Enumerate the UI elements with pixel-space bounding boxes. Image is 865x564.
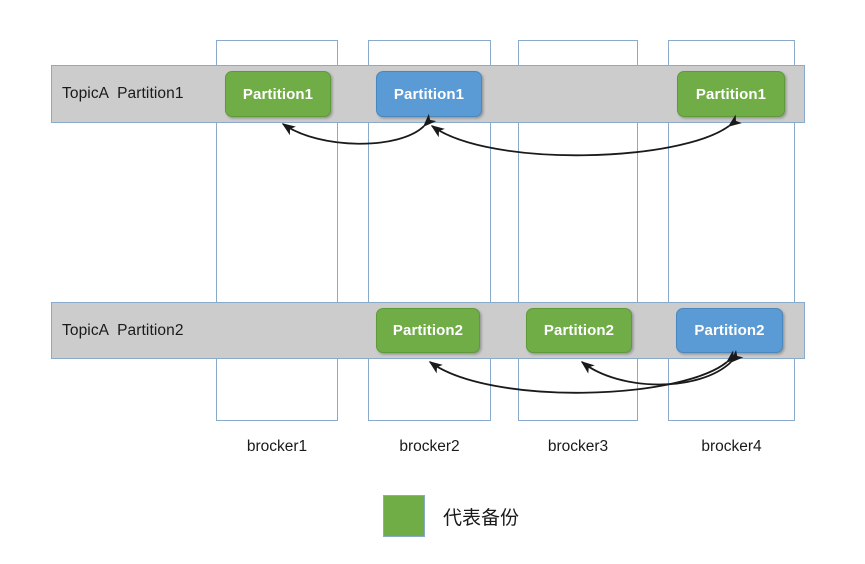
broker-column-brocker1 (216, 40, 338, 421)
partition-box-row1-brocker4[interactable]: Partition1 (677, 71, 785, 117)
broker-label-brocker2: brocker2 (399, 438, 460, 455)
broker-label-brocker4: brocker4 (701, 438, 762, 455)
partition-box-row2-brocker3[interactable]: Partition2 (526, 308, 632, 353)
partition-box-row2-brocker4[interactable]: Partition2 (676, 308, 783, 353)
broker-column-brocker3 (518, 40, 638, 421)
topic-row-label-2: TopicA Partition2 (62, 321, 184, 339)
broker-label-brocker3: brocker3 (547, 438, 609, 455)
topic-row-label-1: TopicA Partition1 (62, 85, 184, 102)
partition-box-row1-brocker2[interactable]: Partition1 (376, 71, 482, 117)
legend-swatch-replica (383, 495, 425, 537)
partition-box-row2-brocker2[interactable]: Partition2 (376, 308, 480, 353)
broker-column-brocker4 (668, 40, 795, 421)
broker-column-brocker2 (368, 40, 491, 421)
partition-box-row1-brocker1[interactable]: Partition1 (225, 71, 331, 117)
legend-label-replica: 代表备份 (443, 506, 520, 529)
legend: 代表备份 (383, 495, 519, 537)
broker-label-brocker1: brocker1 (246, 438, 308, 455)
